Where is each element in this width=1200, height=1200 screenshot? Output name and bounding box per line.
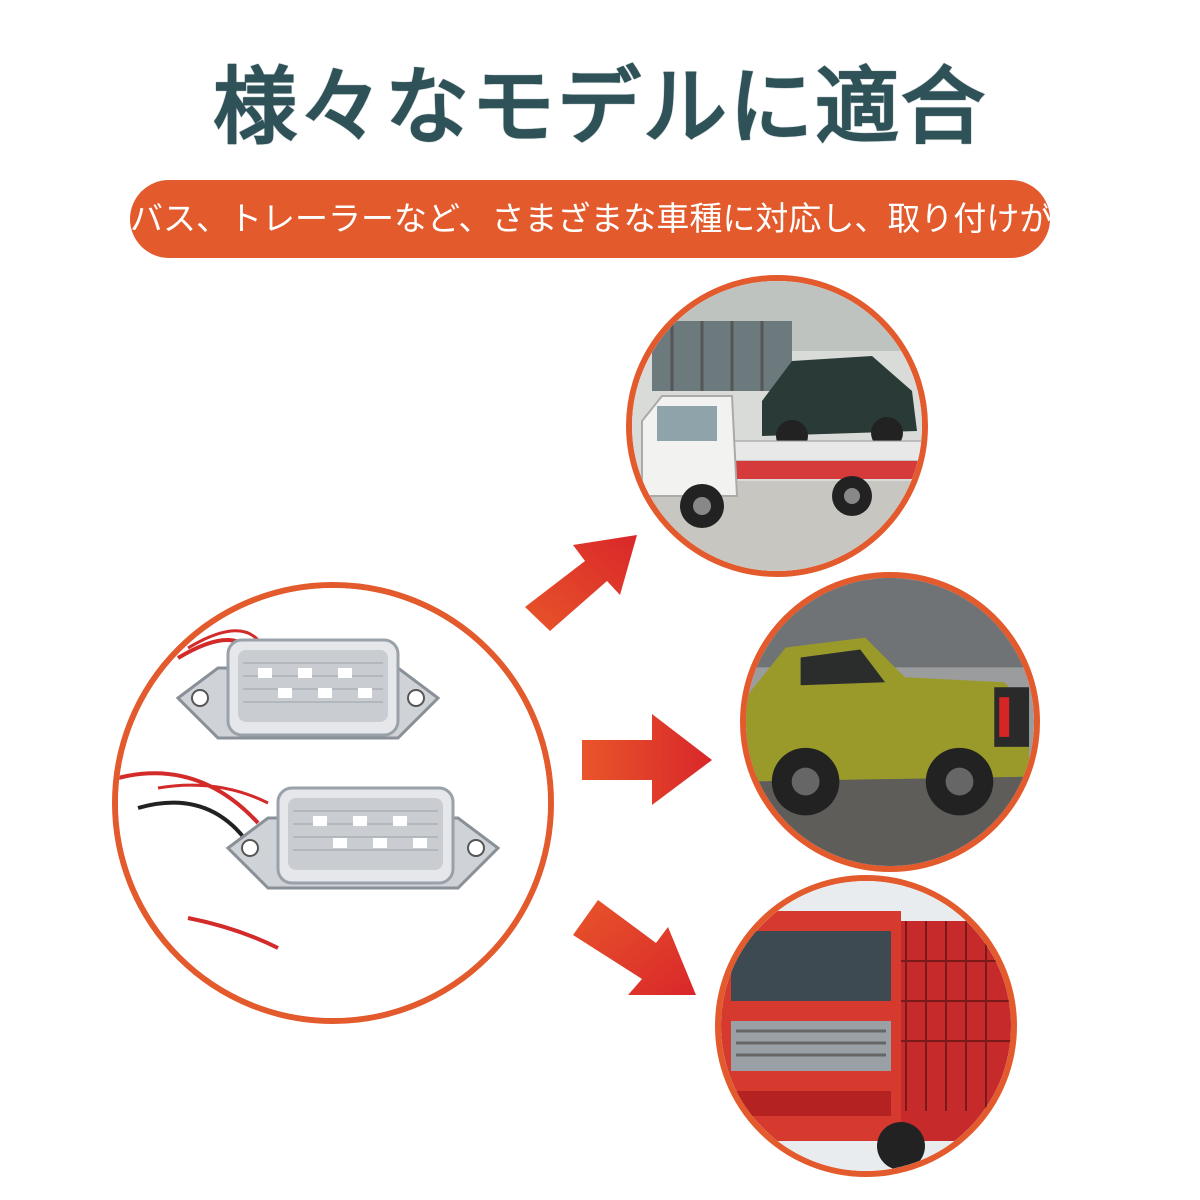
vehicle-image-tow-truck <box>626 275 928 577</box>
led-lights-illustration <box>118 588 548 1018</box>
led-light-bottom <box>225 786 501 890</box>
tow-truck-illustration <box>632 281 922 571</box>
subtitle-banner: バス、トレーラーなど、さまざまな車種に対応し、取り付けが簡単で <box>130 180 1151 258</box>
led-light-top <box>175 638 441 740</box>
cargo-truck-illustration <box>721 881 1011 1171</box>
vehicle-image-cargo-truck <box>715 875 1017 1177</box>
pickup-truck-illustration <box>746 578 1034 866</box>
arrow-up-right-icon <box>525 535 637 631</box>
arrow-right-icon <box>582 714 712 805</box>
product-image <box>112 582 554 1024</box>
vehicle-image-pickup <box>740 572 1040 872</box>
arrow-down-right-icon <box>573 900 696 995</box>
page-title: 様々なモデルに適合 <box>212 58 987 156</box>
